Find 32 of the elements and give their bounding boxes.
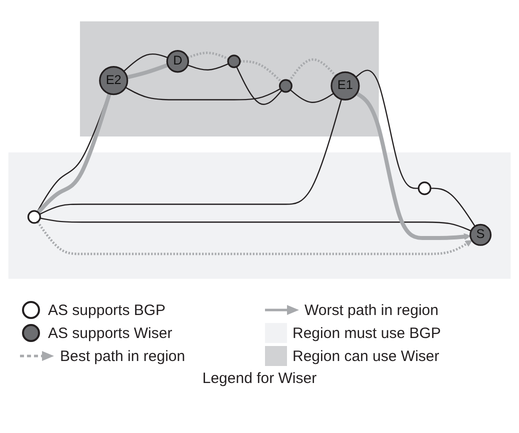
node-circle — [418, 181, 432, 195]
arrow — [356, 92, 471, 240]
connector — [40, 217, 472, 232]
connector — [288, 58, 337, 82]
connector — [430, 188, 476, 227]
connector — [355, 70, 419, 189]
legend-text: Region can use Wiser — [292, 348, 440, 364]
connector — [123, 53, 168, 72]
caption: Legend for Wiser — [202, 370, 317, 387]
legend-text: Region must use BGP — [292, 324, 441, 342]
legend-text: AS supports Wiser — [48, 324, 172, 342]
node-circle — [227, 54, 241, 68]
connector — [187, 63, 229, 70]
legend-text: Best path in region — [60, 348, 186, 364]
connector — [290, 89, 334, 103]
node-circle: S — [470, 224, 492, 246]
connector — [236, 66, 282, 105]
connector — [125, 86, 281, 100]
cluster — [80, 21, 379, 136]
connector — [240, 60, 282, 83]
node-circle — [27, 210, 41, 224]
node-circle: E1 — [330, 71, 360, 100]
connector — [39, 98, 342, 215]
arrow — [36, 221, 472, 256]
cluster — [8, 152, 511, 279]
node-circle: D — [166, 50, 190, 73]
node-circle: E2 — [99, 66, 128, 96]
legend-text: Worst path in region — [304, 302, 438, 318]
legend-text: AS supports BGP — [48, 302, 166, 318]
connector — [126, 63, 168, 80]
connector — [187, 52, 229, 60]
node-circle — [278, 79, 292, 93]
